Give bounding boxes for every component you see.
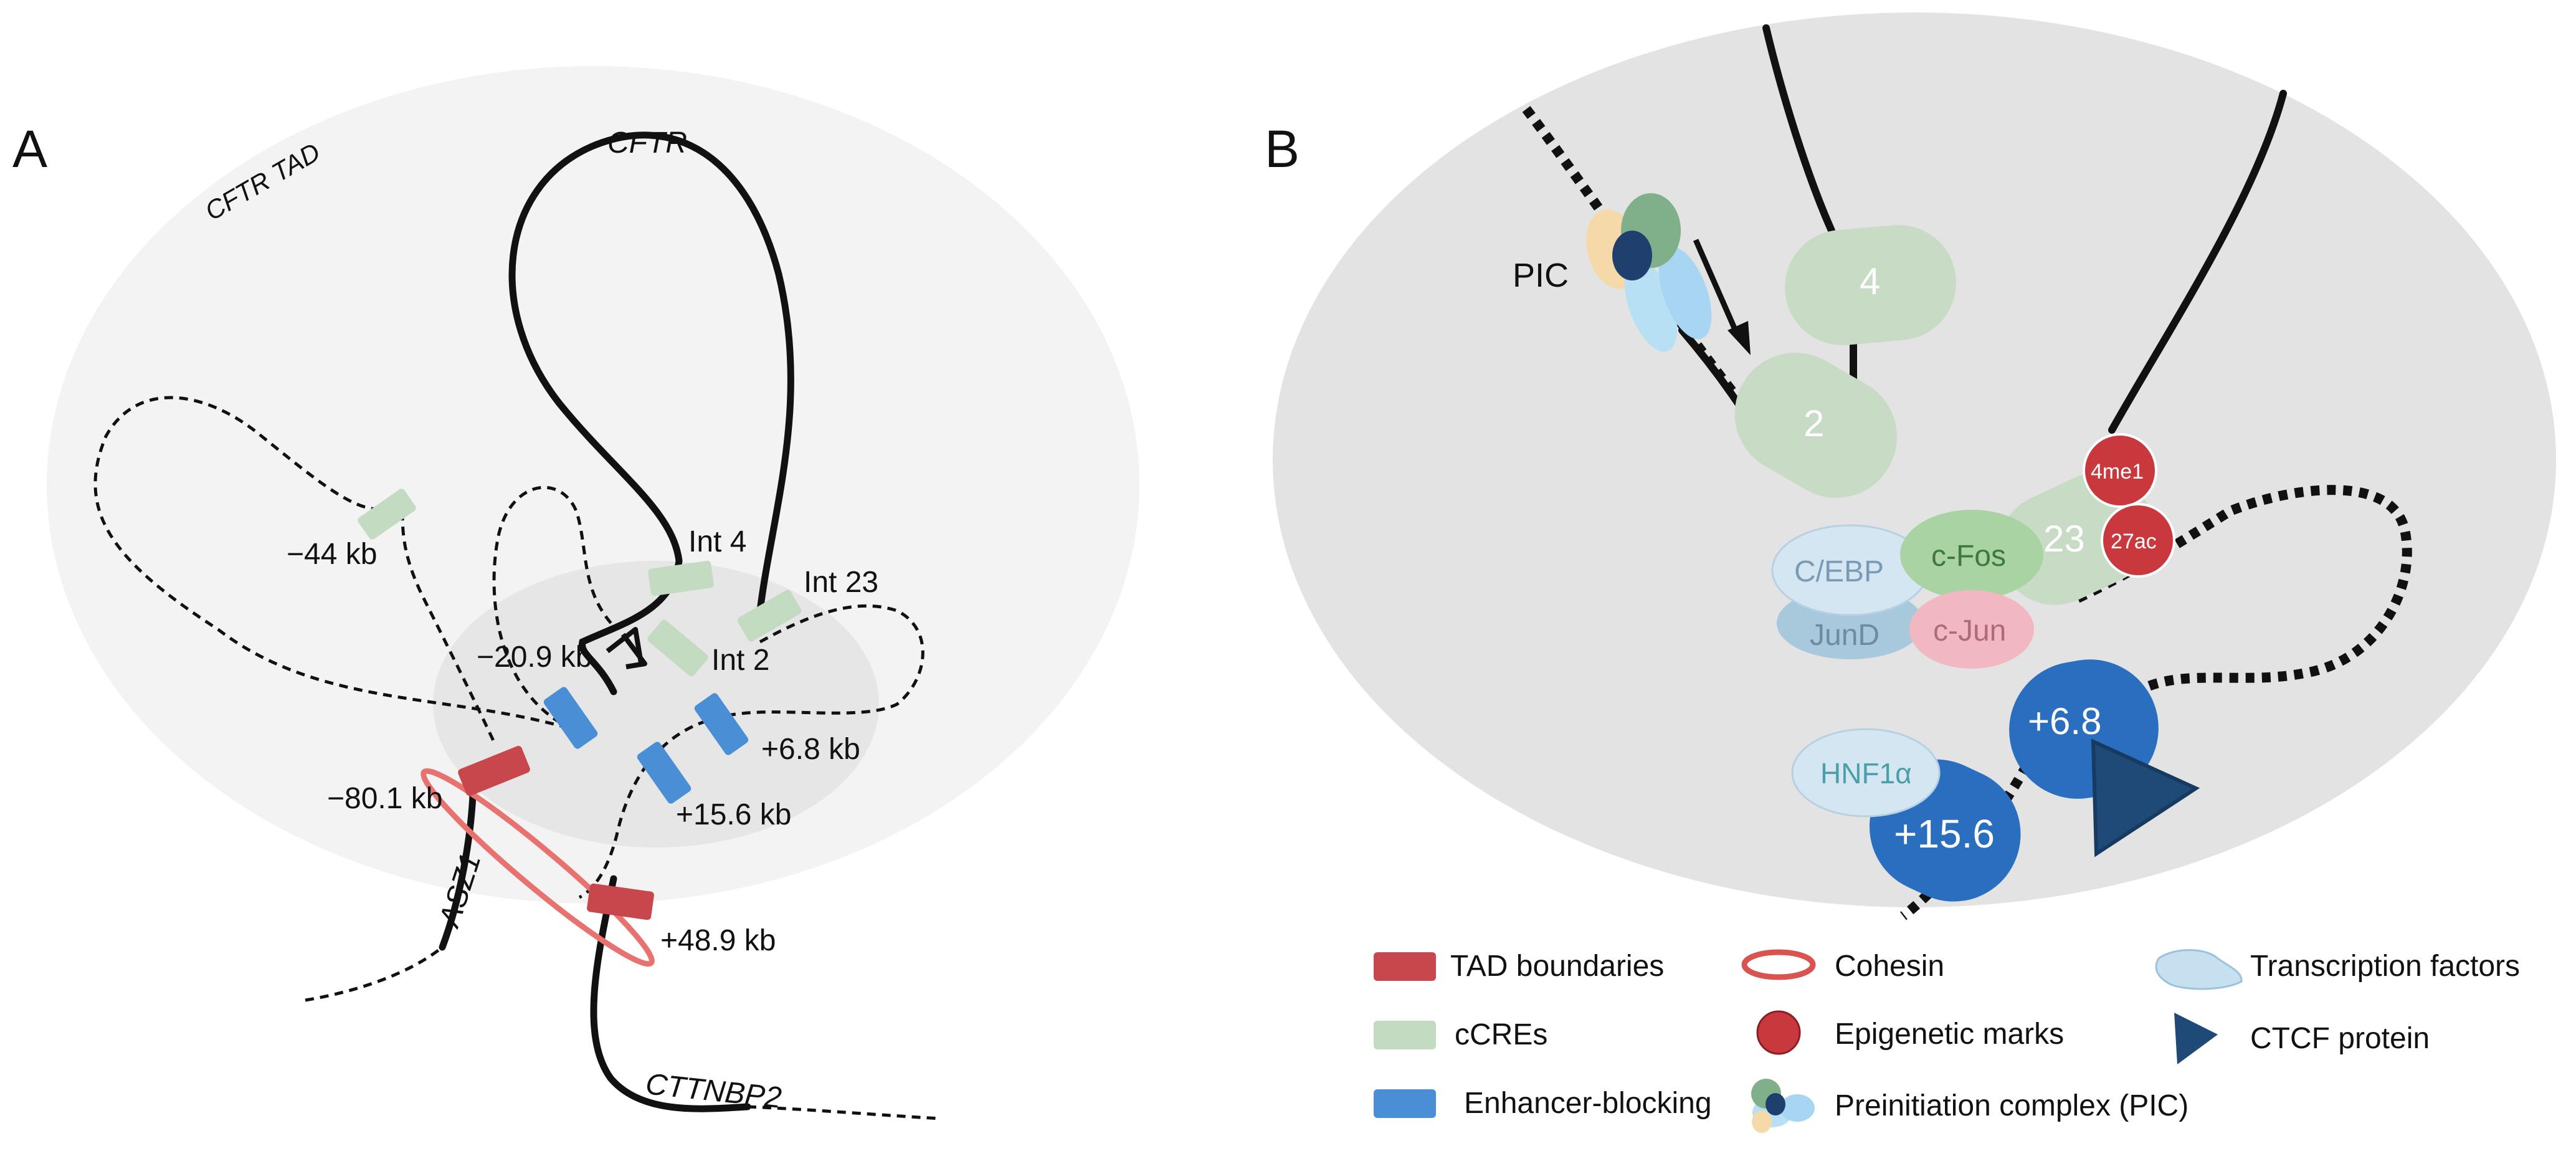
tf-cfos-label: c-Fos — [1931, 540, 2006, 573]
insulator-plus6-8-b-label: +6.8 — [2028, 700, 2101, 742]
label-minus80-1kb: −80.1 kb — [327, 782, 442, 815]
panel-a: A CFTR TAD CFTR ASZ1 CTT — [12, 66, 1139, 1120]
legend-tad-boundaries: TAD boundaries — [1450, 950, 1664, 983]
ctcf-protein — [2091, 738, 2200, 857]
tad-boundary-minus80-1 — [458, 745, 530, 796]
legend-ctcf: CTCF protein — [2250, 1022, 2430, 1055]
mark-h3k27ac-label: 27ac — [2111, 530, 2157, 553]
tf-jund-label: JunD — [1810, 619, 1880, 652]
ccre-int2 — [647, 619, 708, 677]
label-plus48-9kb: +48.9 kb — [660, 924, 776, 957]
insulator-plus15-6-b-label: +15.6 — [1894, 811, 1995, 856]
label-int4: Int 4 — [688, 525, 746, 558]
ccre-4-label: 4 — [1860, 260, 1880, 302]
cohesin-ring — [421, 768, 655, 967]
legend-swatch-pic-icon — [1751, 1079, 1815, 1133]
ccre-2 — [1734, 352, 1897, 498]
legend-swatch-epigenetic-marks — [1756, 1010, 1801, 1055]
label-plus15-6kb: +15.6 kb — [676, 798, 791, 831]
chromatin-dashed-right-loop — [578, 604, 924, 899]
legend-swatch-transcription-factors — [2155, 949, 2243, 990]
chromatin-solid-top — [1762, 24, 1835, 234]
legend-ccres: cCREs — [1455, 1018, 1547, 1051]
panel-b: B 4 2 23 PIC 4me1 27ac — [1265, 12, 2556, 920]
legend-epigenetic-marks: Epigenetic marks — [1835, 1018, 2064, 1051]
legend: TAD boundaries cCREs Enhancer-blocking C… — [1374, 949, 2520, 1133]
pic-label: PIC — [1513, 257, 1569, 294]
legend-pic: Preinitiation complex (PIC) — [1835, 1089, 2189, 1122]
tf-cjun-label: c-Jun — [1933, 614, 2006, 647]
cttnbp2-gene-segment — [590, 875, 751, 1112]
ccre-2-label: 2 — [1804, 403, 1824, 444]
mark-h3k27ac — [2101, 503, 2175, 578]
mark-h3k4me1 — [2083, 433, 2157, 508]
label-plus6-8kb: +6.8 kb — [761, 733, 860, 766]
legend-swatch-tad-boundaries — [1374, 952, 1436, 981]
insulator-plus6-8 — [694, 693, 749, 755]
legend-enhancer-blocking: Enhancer-blocking — [1464, 1087, 1712, 1120]
legend-swatch-cohesin — [1741, 949, 1816, 980]
insulator-plus15-6 — [637, 742, 692, 804]
legend-swatch-enhancer-blocking — [1374, 1089, 1436, 1118]
ccre-int23 — [737, 590, 802, 642]
transcription-start-arrow — [606, 627, 647, 669]
chromatin-dashed-asz1-tail — [305, 946, 444, 1002]
label-minus20-9kb: −20.9 kb — [477, 641, 592, 674]
legend-cohesin: Cohesin — [1835, 950, 1944, 983]
cftr-gene-loop — [508, 131, 794, 695]
chromatin-dashed-inner-loop — [492, 485, 618, 725]
tf-cfos — [1900, 510, 2043, 599]
tf-hnf1a — [1791, 728, 1941, 818]
tf-cjun — [1909, 590, 2034, 669]
mark-h3k4me1-label: 4me1 — [2091, 460, 2144, 484]
tf-cebp — [1771, 524, 1929, 659]
pic-transcription-arrow — [1693, 239, 1741, 338]
label-minus44kb: −44 kb — [287, 538, 377, 571]
ccre-minus44 — [358, 489, 416, 540]
tf-hnf1a-label: HNF1α — [1820, 757, 1912, 790]
label-int23: Int 23 — [804, 566, 878, 599]
tf-cebp-label: C/EBP — [1794, 555, 1884, 588]
insulator-minus20-9 — [543, 687, 598, 749]
legend-transcription-factors: Transcription factors — [2250, 950, 2520, 983]
tad-boundary-plus48-9 — [587, 883, 654, 920]
chromatin-dashed-cttnbp2-tail — [747, 1105, 941, 1120]
panel-b-letter: B — [1265, 120, 1300, 178]
chromatin-solid-right — [2108, 90, 2287, 434]
pic-arrow-head — [1728, 321, 1751, 355]
label-int2: Int 2 — [711, 644, 769, 677]
legend-swatch-ccres — [1374, 1021, 1436, 1049]
cftr-gene-label: CFTR — [607, 127, 687, 160]
legend-swatch-ctcf — [2174, 1013, 2218, 1064]
ccre-23-label: 23 — [2043, 518, 2085, 560]
ccre-4 — [1785, 224, 1956, 345]
pic-complex-icon — [1586, 193, 1712, 352]
panel-a-letter: A — [12, 120, 47, 178]
ccre-int4 — [648, 560, 714, 596]
